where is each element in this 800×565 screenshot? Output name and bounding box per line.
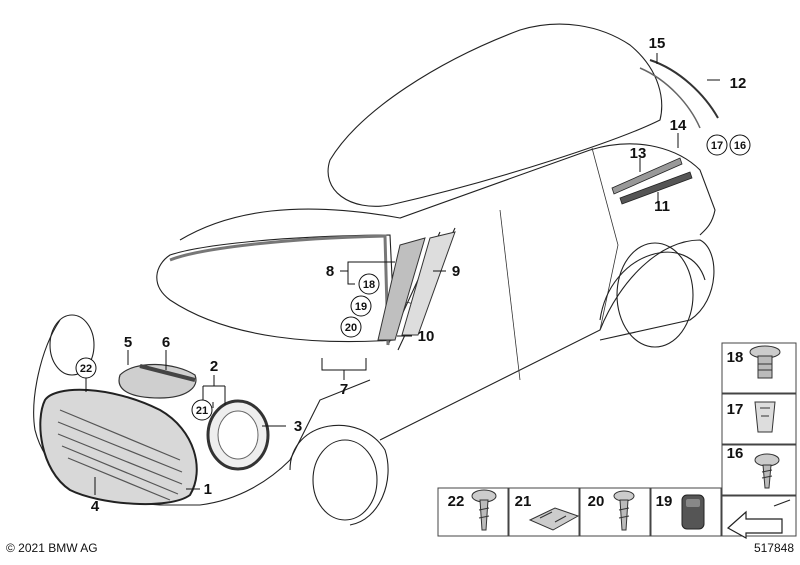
car-illustration xyxy=(33,23,716,526)
callout-9: 9 xyxy=(452,263,460,280)
left-headlight xyxy=(49,314,95,376)
a-pillar-trim xyxy=(377,237,426,341)
parts-legend: 18 17 16 22 xyxy=(437,342,797,540)
headlight-trim-inner xyxy=(217,410,259,460)
circled-callouts: 16 17 18 19 20 21 22 xyxy=(75,134,751,421)
front-wheel xyxy=(312,439,378,521)
callout-12: 12 xyxy=(730,75,747,92)
callout-6: 6 xyxy=(162,334,170,351)
callout-13: 13 xyxy=(630,145,647,162)
legend-cell-18: 18 xyxy=(721,342,797,394)
circled-callout-19: 19 xyxy=(350,295,372,317)
front-door-line xyxy=(499,209,521,381)
car-greenhouse xyxy=(179,143,716,241)
front-wheel-arch xyxy=(289,424,389,526)
arrow-icon xyxy=(726,510,783,540)
svg-text:17: 17 xyxy=(727,401,744,418)
callout-5: 5 xyxy=(124,334,132,351)
svg-text:21: 21 xyxy=(515,493,532,510)
circled-callout-16: 16 xyxy=(729,134,751,156)
diagram-number: 517848 xyxy=(753,541,794,555)
callout-8: 8 xyxy=(326,263,334,280)
roof-rail-trim xyxy=(649,59,719,119)
copyright-notice: © 2021 BMW AG xyxy=(6,541,98,555)
svg-text:17: 17 xyxy=(711,140,723,152)
callout-3: 3 xyxy=(294,418,302,435)
hood-scoop xyxy=(118,363,197,399)
circled-callout-21: 21 xyxy=(191,399,213,421)
svg-text:19: 19 xyxy=(656,493,673,510)
car-hood xyxy=(156,234,396,343)
rear-door-line xyxy=(591,147,619,331)
svg-text:19: 19 xyxy=(355,301,367,313)
svg-text:22: 22 xyxy=(448,493,465,510)
legend-cell-19: 19 xyxy=(650,487,722,537)
highlighted-parts xyxy=(39,59,719,506)
legend-cell-22: 22 xyxy=(437,487,509,537)
legend-cell-21: 21 xyxy=(508,487,580,537)
svg-text:20: 20 xyxy=(588,493,605,510)
windscreen-seal xyxy=(169,234,390,346)
hood-scoop-strip xyxy=(139,364,196,382)
svg-text:16: 16 xyxy=(734,140,746,152)
side-window-trim-lower xyxy=(619,171,693,205)
car-roof xyxy=(327,23,663,207)
radiator-grille-slats xyxy=(57,409,183,501)
legend-cell-arrow xyxy=(721,495,797,540)
rear-wheel xyxy=(616,242,694,348)
a-pillar-trim-outer xyxy=(401,231,456,336)
legend-cell-20: 20 xyxy=(579,487,651,537)
callout-14: 14 xyxy=(670,117,687,134)
side-window-trim-upper xyxy=(611,157,683,195)
callout-1: 1 xyxy=(204,481,212,498)
legend-cell-17: 17 xyxy=(721,393,797,445)
svg-text:16: 16 xyxy=(727,445,744,462)
circled-callout-22: 22 xyxy=(75,357,97,379)
callout-2: 2 xyxy=(210,358,218,375)
callout-7: 7 xyxy=(340,381,348,398)
rear-wheel-arch xyxy=(599,251,706,321)
circled-callout-18: 18 xyxy=(358,273,380,295)
svg-text:22: 22 xyxy=(80,363,92,375)
callout-10: 10 xyxy=(418,328,435,345)
svg-text:20: 20 xyxy=(345,322,357,334)
svg-text:18: 18 xyxy=(363,279,375,291)
callout-11: 11 xyxy=(654,198,670,215)
svg-text:18: 18 xyxy=(727,349,744,366)
circled-callout-17: 17 xyxy=(706,134,728,156)
callout-labels: 1 2 3 4 5 6 7 8 9 10 11 12 13 14 15 xyxy=(91,35,747,515)
callout-4: 4 xyxy=(91,498,100,515)
legend-cell-16: 16 xyxy=(721,444,797,496)
leader-lines xyxy=(85,53,720,495)
roof-rail-trim-inner xyxy=(639,67,701,129)
svg-text:21: 21 xyxy=(196,405,208,417)
circled-callout-20: 20 xyxy=(340,316,362,338)
callout-15: 15 xyxy=(649,35,666,52)
